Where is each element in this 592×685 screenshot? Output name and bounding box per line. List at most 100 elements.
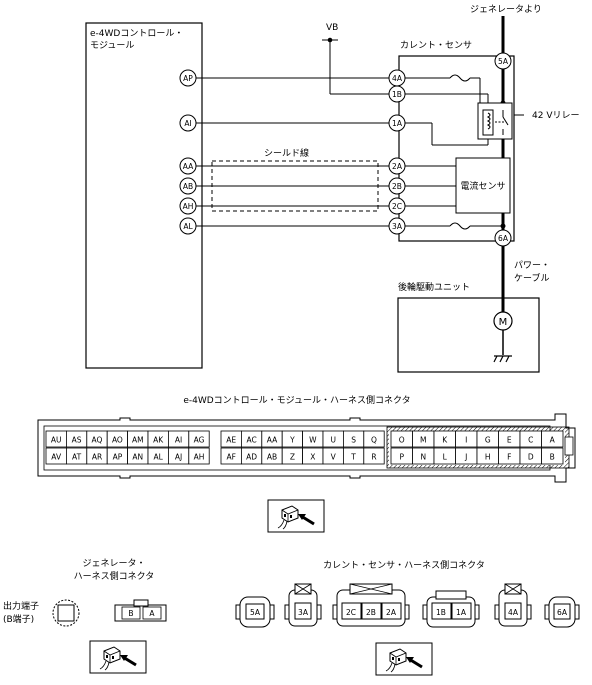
view-direction-icon xyxy=(266,498,326,534)
sensor-connector-3a: 3A xyxy=(284,583,322,627)
svg-text:2A: 2A xyxy=(392,162,403,171)
harness-wires xyxy=(196,77,389,227)
connector-pin-label: AE xyxy=(226,436,236,445)
connector-pin-label: AO xyxy=(112,436,123,445)
module-pin-ai: AI xyxy=(179,114,197,132)
generator-view-icon xyxy=(88,639,148,675)
connector-cavity xyxy=(188,447,210,465)
ground-icon xyxy=(493,355,512,363)
sensor-connector-1: 1B 1A xyxy=(422,590,480,628)
connector-pin-label: F xyxy=(507,453,511,462)
svg-text:AL: AL xyxy=(183,222,193,231)
connector-pin-label: G xyxy=(485,436,491,445)
svg-text:3A: 3A xyxy=(298,608,309,617)
module-pin-al: AL xyxy=(179,217,197,235)
module-pin-aa: AA xyxy=(179,157,197,175)
connector-pin-label: I xyxy=(465,436,467,445)
connector-pin-label: AG xyxy=(194,436,205,445)
svg-text:AH: AH xyxy=(183,202,194,211)
connector-pin-label: AB xyxy=(267,453,277,462)
output-terminal-label-2: (B端子) xyxy=(3,613,34,625)
connector-pin-label: AP xyxy=(113,453,123,462)
svg-text:5A: 5A xyxy=(498,57,509,66)
svg-text:4A: 4A xyxy=(508,608,519,617)
connector-pin-label: Q xyxy=(371,436,377,445)
connector-pin-label: AI xyxy=(175,436,182,445)
connector-pin-label: L xyxy=(443,453,448,462)
module-connector-title: e-4WDコントロール・モジュール・ハーネス側コネクタ xyxy=(183,394,410,406)
connector-pin-label: AV xyxy=(51,453,62,462)
svg-text:AB: AB xyxy=(183,182,193,191)
connector-pin-label: R xyxy=(371,453,376,462)
module-title-line2: モジュール xyxy=(90,41,134,51)
svg-text:4A: 4A xyxy=(392,74,403,83)
connector-pin-label: AF xyxy=(226,453,235,462)
connector-cavity xyxy=(188,430,210,448)
connector-pin-label: Y xyxy=(289,436,295,445)
connector-pin-label: K xyxy=(442,436,448,445)
connector-pin-label: AD xyxy=(246,453,257,462)
svg-text:3A: 3A xyxy=(392,222,403,231)
connector-pin-label: W xyxy=(309,436,317,445)
connector-pin-label: AA xyxy=(267,436,278,445)
sensor-internal-wiring xyxy=(405,74,503,230)
sensor-connector-6a: 6A xyxy=(544,596,580,628)
sensor-pin-4a: 4A xyxy=(388,69,406,87)
rear-drive-unit-label: 後輪駆動ユニット xyxy=(398,281,470,293)
module-pin-ap: AP xyxy=(179,69,197,87)
sensor-connector-5a: 5A xyxy=(235,596,275,628)
connector-pin-label: C xyxy=(528,436,533,445)
svg-text:2A: 2A xyxy=(386,608,397,617)
sensor-view-icon xyxy=(374,641,434,677)
connector-pin-label: X xyxy=(310,453,315,462)
connector-pin-label: P xyxy=(399,453,404,462)
sensor-pin-1a: 1A xyxy=(388,114,406,132)
connector-pin-label: AS xyxy=(72,436,82,445)
connector-cavity xyxy=(363,447,385,465)
svg-text:1B: 1B xyxy=(392,90,402,99)
current-sensor-inner-label: 電流センサ xyxy=(460,180,505,192)
connector-pin-label: J xyxy=(464,453,467,462)
sensor-connector-4a: 4A xyxy=(494,583,532,627)
connector-pin-label: O xyxy=(399,436,405,445)
connector-pin-label: M xyxy=(420,436,426,445)
svg-text:2B: 2B xyxy=(392,182,402,191)
module-pin-ab: AB xyxy=(179,177,197,195)
generator-connector: B A xyxy=(114,599,167,622)
connector-cavity xyxy=(541,447,564,465)
current-sensor-label: カレント・センサ xyxy=(400,40,472,51)
connector-cavity xyxy=(541,430,564,448)
relay-label: 42 Vリレー xyxy=(532,111,579,121)
svg-text:B: B xyxy=(128,609,133,618)
connector-pin-label: H xyxy=(485,453,491,462)
sensor-connector-2: 2C 2B 2A xyxy=(332,583,410,627)
connector-pin-label: A xyxy=(550,436,556,445)
connector-pin-label: Z xyxy=(290,453,295,462)
connector-pin-label: S xyxy=(351,436,356,445)
connector-pin-label: B xyxy=(550,453,555,462)
svg-text:6A: 6A xyxy=(557,608,568,617)
output-terminal-label-1: 出力端子 xyxy=(3,600,39,612)
output-terminal xyxy=(52,599,80,627)
svg-text:1A: 1A xyxy=(392,119,403,128)
sensor-pin-3a: 3A xyxy=(388,217,406,235)
svg-text:6A: 6A xyxy=(498,234,509,243)
svg-text:AA: AA xyxy=(183,162,194,171)
svg-text:2C: 2C xyxy=(392,202,402,211)
connector-pin-label: AK xyxy=(153,436,164,445)
sensor-connector-title: カレント・センサ・ハーネス側コネクタ xyxy=(323,559,485,571)
connector-pin-label: AN xyxy=(132,453,143,462)
power-cable-label-2: ケーブル xyxy=(514,272,549,284)
connector-pin-label: N xyxy=(420,453,426,462)
svg-text:2B: 2B xyxy=(366,608,376,617)
connector-pin-label: AH xyxy=(194,453,205,462)
svg-text:2C: 2C xyxy=(346,608,356,617)
current-sensor-element xyxy=(455,157,511,214)
connector-cavity xyxy=(363,430,385,448)
svg-text:A: A xyxy=(149,609,155,618)
